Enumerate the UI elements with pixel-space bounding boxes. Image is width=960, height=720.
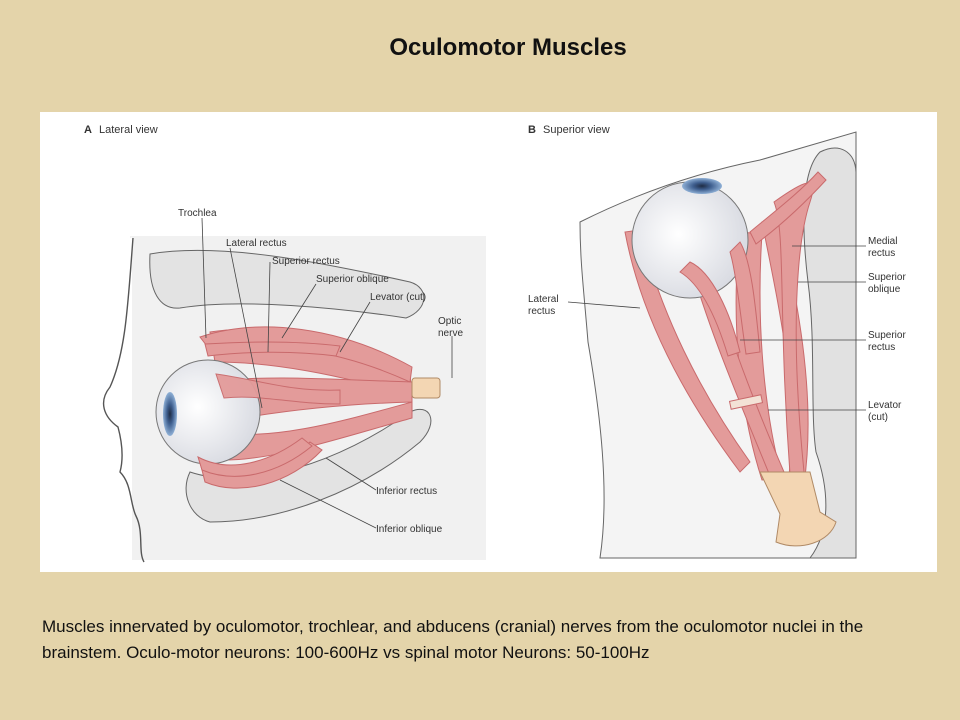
label-trochlea: Trochlea: [178, 208, 217, 219]
optic-nerve-b: [759, 471, 837, 547]
label-levator-a: Levator (cut): [370, 292, 426, 303]
optic-nerve: [411, 377, 441, 399]
iris-lateral: [163, 392, 177, 436]
iris-superior: [682, 178, 722, 194]
label-superior-oblique-b-line2: oblique: [868, 284, 901, 295]
label-inferior-oblique-a: Inferior oblique: [376, 524, 443, 535]
label-optic-nerve-line2: nerve: [438, 328, 463, 339]
superior-oblique-muscle: [204, 341, 341, 357]
inferior-rectus-muscle: [209, 401, 413, 461]
leader-lines-a: [201, 217, 453, 529]
nasal-bone: [803, 147, 857, 559]
label-medial-rectus-line1: Medial: [868, 236, 897, 247]
levator-cut-edge: [728, 394, 764, 410]
face-profile: [102, 237, 145, 563]
label-superior-oblique-a: Superior oblique: [316, 274, 389, 285]
label-levator-b-line2: (cut): [868, 412, 888, 423]
slide-title: Oculomotor Muscles: [389, 34, 627, 61]
label-superior-rectus-b-line1: Superior: [868, 330, 906, 341]
caption-text: Muscles innervated by oculomotor, trochl…: [42, 617, 864, 662]
label-inferior-rectus-a: Inferior rectus: [376, 486, 437, 497]
label-superior-rectus-a: Superior rectus: [272, 256, 340, 267]
lateral-rectus-muscle-b: [624, 229, 751, 473]
label-lateral-rectus-b-line1: Lateral: [528, 294, 559, 305]
leader-lines-b: [567, 245, 866, 411]
label-optic-nerve-line1: Optic: [438, 316, 461, 327]
eyeball-superior: [631, 181, 749, 299]
anatomy-illustration: A Lateral view: [80, 124, 906, 563]
label-lateral-rectus-a: Lateral rectus: [226, 238, 287, 249]
label-levator-b-line1: Levator: [868, 400, 902, 411]
panel-a-lateral-view: A Lateral view: [80, 124, 486, 563]
panel-b-heading: B Superior view: [528, 124, 610, 136]
label-superior-rectus-b-line2: rectus: [868, 342, 895, 353]
orbit-roof-bone: [149, 249, 425, 319]
label-medial-rectus-line2: rectus: [868, 248, 895, 259]
oculomotor-figure: A Lateral view: [40, 112, 937, 572]
panel-b-superior-view: B Superior view: [528, 124, 906, 559]
label-lateral-rectus-b-line2: rectus: [528, 306, 555, 317]
panel-a-heading: A Lateral view: [84, 124, 158, 136]
label-superior-oblique-b-line1: Superior: [868, 272, 906, 283]
orbit-floor-bone: [185, 408, 432, 523]
